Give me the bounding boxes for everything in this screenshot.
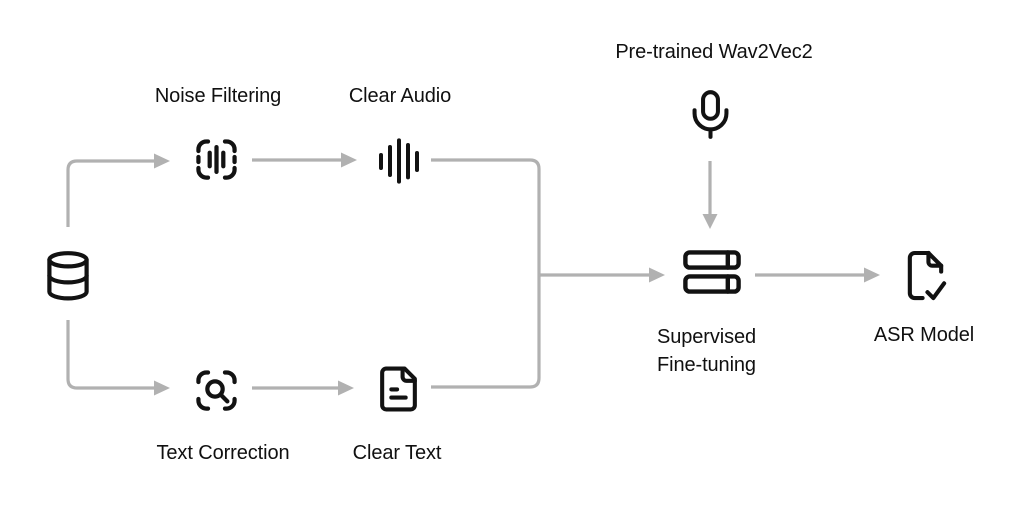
clear-audio-label: Clear Audio [348, 85, 452, 107]
edge-clear-text-to-merge-shaft [431, 275, 541, 389]
node-clear-text [374, 364, 423, 414]
noise-filtering-label: Noise Filtering [154, 85, 282, 107]
clear-text-label: Clear Text [352, 442, 442, 464]
edge-supervised-finetuning-to-asr-model-arrowhead [864, 267, 880, 283]
edge-dataset-to-text-correction-shaft [66, 320, 154, 390]
node-text-correction [191, 365, 242, 416]
edge-dataset-to-text-correction-arrowhead [154, 380, 170, 396]
edge-noise-filtering-to-clear-audio [252, 152, 357, 168]
asr-model-label: ASR Model [873, 324, 975, 346]
edge-pretrained-to-supervised-finetuning [702, 161, 718, 229]
node-pretrained-wav2vec2 [687, 89, 734, 140]
node-noise-filtering [191, 134, 242, 185]
scan-search-icon [191, 365, 242, 416]
edge-dataset-to-noise-filtering [66, 153, 170, 227]
edge-merge-to-supervised-finetuning [539, 267, 665, 283]
node-clear-audio [377, 138, 421, 184]
edge-noise-filtering-to-clear-audio-arrowhead [341, 152, 357, 168]
edge-clear-text-to-merge [431, 275, 541, 389]
stacked-rows-icon [683, 250, 741, 294]
audio-waveform-icon [377, 138, 421, 184]
edge-pretrained-to-supervised-finetuning-arrowhead [702, 214, 718, 229]
edge-merge-to-supervised-finetuning-arrowhead [649, 267, 665, 283]
edge-dataset-to-text-correction [66, 320, 170, 396]
edge-clear-audio-to-merge-shaft [431, 158, 541, 275]
node-dataset [44, 250, 92, 302]
waveform-scan-icon [191, 134, 242, 185]
node-supervised-finetuning [683, 250, 741, 294]
text-correction-label: Text Correction [156, 442, 290, 464]
document-text-icon [374, 364, 423, 414]
supervised-finetuning-label: Supervised Fine-tuning [657, 326, 757, 376]
edge-supervised-finetuning-to-asr-model [755, 267, 880, 283]
pretrained-wav2vec2-label: Pre-trained Wav2Vec2 [615, 41, 813, 63]
node-asr-model [902, 249, 949, 304]
file-check-icon [902, 249, 949, 304]
microphone-icon [687, 89, 734, 140]
edge-text-correction-to-clear-text [252, 380, 354, 396]
edge-text-correction-to-clear-text-arrowhead [338, 380, 354, 396]
edge-clear-audio-to-merge [431, 158, 541, 275]
edge-dataset-to-noise-filtering-shaft [66, 159, 154, 227]
edge-dataset-to-noise-filtering-arrowhead [154, 153, 170, 169]
database-icon [44, 250, 92, 302]
